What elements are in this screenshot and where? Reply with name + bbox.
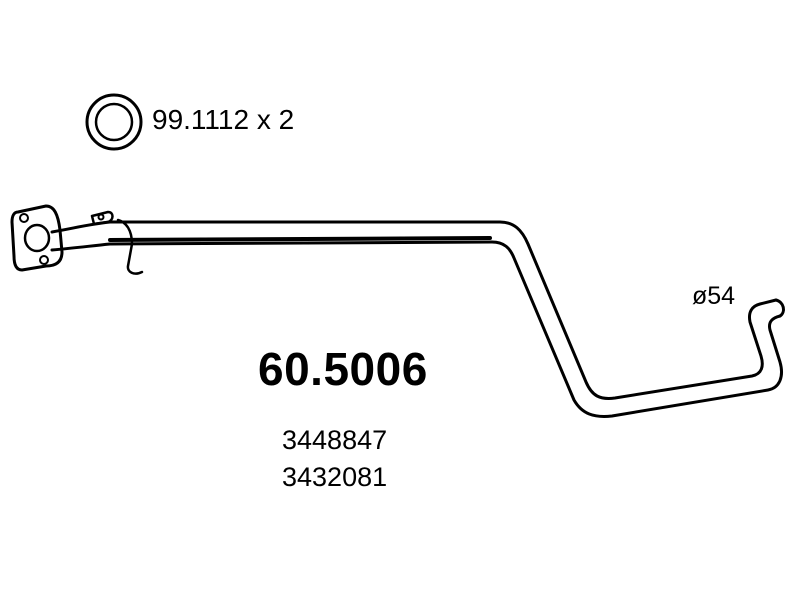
part-number: 60.5006 <box>258 343 428 395</box>
pipe-inner-wall <box>50 240 783 418</box>
gasket-quantity-label: 99.1112 x 2 <box>152 104 295 135</box>
hanger-bracket <box>90 210 144 275</box>
o-ring-gasket-icon <box>85 93 143 151</box>
pipe-diameter-label: ø54 <box>692 282 736 310</box>
pipe-shadow-line <box>108 236 492 242</box>
reference-number: 3448847 <box>282 425 388 455</box>
reference-number: 3432081 <box>282 462 388 492</box>
pipe-end-cap <box>774 298 785 318</box>
pipe-flange <box>10 204 64 272</box>
exhaust-pipe-drawing <box>10 204 785 418</box>
